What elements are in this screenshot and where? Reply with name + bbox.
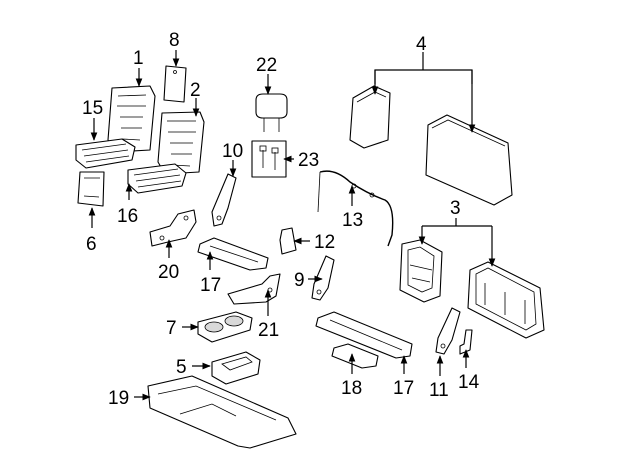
callout-8: 8 [169,30,180,51]
callout-16: 16 [117,206,138,227]
callout-17-left: 17 [200,275,221,296]
callout-23: 23 [298,150,319,171]
cupholder-7 [197,311,253,343]
bracket-12 [279,227,297,255]
callout-20: 20 [158,262,179,283]
rear-seat-frame-3a [399,239,443,303]
callout-12: 12 [314,232,335,253]
leader-lines [88,50,496,401]
seat-cushion-16 [127,163,187,194]
hinge-bracket-9 [311,255,335,301]
bracket-14 [459,329,473,355]
callout-1: 1 [133,48,144,69]
callout-6: 6 [86,234,97,255]
callout-2: 2 [190,80,201,101]
bracket-21 [227,273,281,305]
bracket-20 [149,209,197,247]
callout-11: 11 [429,380,449,401]
rear-seat-frame-3b [467,261,545,339]
hinge-bracket-10 [211,173,237,227]
rear-back-panel-4a [349,85,391,149]
seat-track-17-right [315,311,413,359]
hinge-bracket-11 [435,307,461,355]
side-panel-6 [77,171,105,207]
rear-back-panel-4b [425,114,513,206]
floor-panel-19 [147,375,297,449]
panel-8 [163,65,187,103]
callout-14: 14 [458,372,480,393]
callout-18: 18 [341,378,362,399]
seat-track-17-left [197,237,269,271]
callout-labels: 1 2 8 15 16 6 22 23 10 13 12 9 17 20 21 … [82,30,480,409]
callout-5: 5 [176,357,187,378]
tray-5 [211,351,261,385]
callout-19: 19 [108,388,129,409]
callout-13: 13 [342,210,363,231]
callout-15: 15 [82,98,103,119]
callout-10: 10 [222,141,243,162]
callout-22: 22 [256,55,277,76]
seat-back-2 [157,111,205,175]
callout-4: 4 [416,34,427,55]
seat-back-1 [107,85,156,153]
seat-cushion-15 [75,138,136,169]
fastener-box-23 [251,140,287,178]
callout-7: 7 [166,318,177,339]
callout-21: 21 [258,320,279,341]
wire-harness-13 [317,170,394,247]
callout-9: 9 [294,270,305,291]
callout-17-right: 17 [393,378,414,399]
callout-3: 3 [450,198,461,219]
headrest-22 [255,93,288,132]
